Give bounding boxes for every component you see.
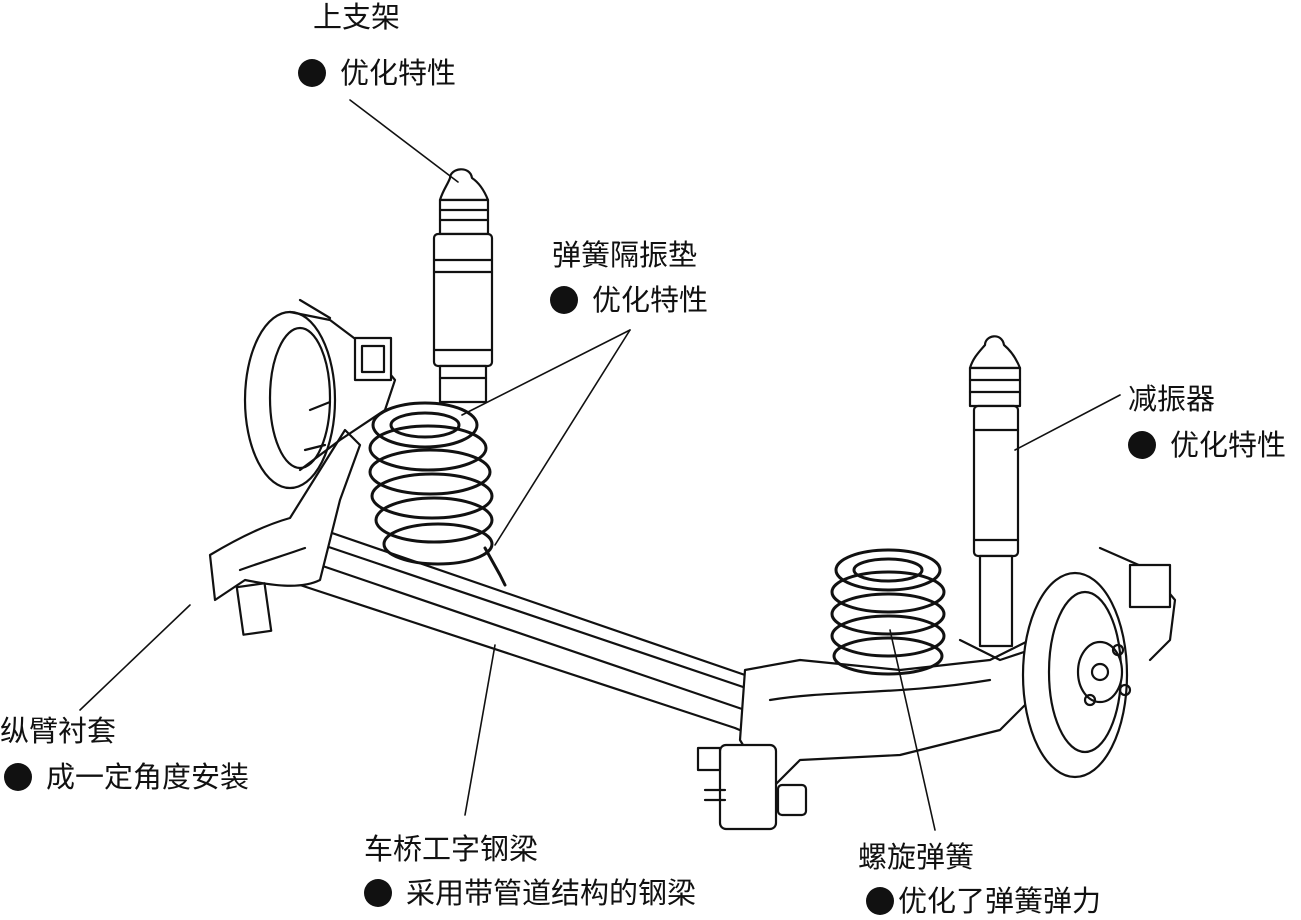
trailing-bushing-bullet-text: 成一定角度安装 <box>46 760 250 794</box>
axle-beam-bullet-text: 采用带管道结构的钢梁 <box>406 876 697 910</box>
bullet-dot-icon <box>298 59 326 87</box>
top-mount-bullet-item: 优化特性 <box>298 56 456 90</box>
coil-spring-bullet-item: 优化了弹簧弹力 <box>866 884 1101 918</box>
bullet-dot-icon <box>1128 431 1156 459</box>
spring-isolator-title: 弹簧隔振垫 <box>552 238 698 272</box>
bullet-dot-icon <box>866 887 894 915</box>
coil-spring-title: 螺旋弹簧 <box>858 840 975 874</box>
axle-beam-bullet-item: 采用带管道结构的钢梁 <box>364 876 696 910</box>
axle-beam <box>298 520 792 747</box>
left-shock-absorber <box>432 168 494 404</box>
coil-spring-bullet-text: 优化了弹簧弹力 <box>898 884 1102 918</box>
bullet-dot-icon <box>550 286 578 314</box>
right-shock-absorber <box>958 335 1032 662</box>
leader-lines <box>79 99 1121 831</box>
top-mount-bullet-text: 优化特性 <box>340 56 457 90</box>
left-trailing-arm <box>208 428 362 636</box>
shock-absorber-bullet-item: 优化特性 <box>1128 428 1286 462</box>
trailing-bushing-title: 纵臂衬套 <box>0 714 117 748</box>
shock-absorber-title: 减振器 <box>1128 382 1216 416</box>
axle-beam-title: 车桥工字钢梁 <box>364 832 539 866</box>
left-coil-spring <box>368 401 507 587</box>
top-mount-title: 上支架 <box>313 0 401 34</box>
right-trailing-arm <box>696 638 1042 831</box>
spring-isolator-bullet-text: 优化特性 <box>592 283 709 317</box>
trailing-bushing-bullet-item: 成一定角度安装 <box>4 760 249 794</box>
shock-absorber-bullet-text: 优化特性 <box>1170 428 1287 462</box>
right-coil-spring <box>830 548 946 676</box>
bullet-dot-icon <box>4 763 32 791</box>
left-brake-drum <box>243 298 397 490</box>
spring-isolator-bullet-item: 优化特性 <box>550 283 708 317</box>
bullet-dot-icon <box>364 879 392 907</box>
right-brake-drum <box>1021 546 1177 779</box>
